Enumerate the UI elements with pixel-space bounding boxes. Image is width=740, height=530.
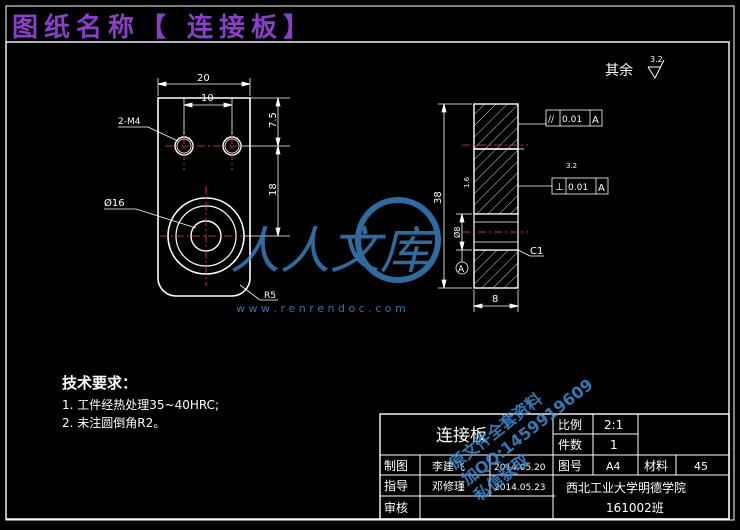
school-name: 西北工业大学明德学院 — [566, 480, 686, 495]
inner-frame — [5, 41, 730, 520]
guide-date: 2014.05.23 — [494, 483, 546, 493]
part-name: 连接板 — [436, 426, 487, 446]
chamfer-callout: C1 — [530, 246, 543, 257]
material-label: 材料 — [644, 459, 668, 473]
roughness-other-label: 其余 — [605, 62, 633, 79]
tech-req-title: 技术要求： — [62, 374, 137, 392]
side-centerlines — [462, 144, 528, 233]
sheet-label: 图号 — [558, 459, 582, 473]
sheet-value: A4 — [606, 460, 621, 473]
watermark-url: w w w . r e n r e n d o c . c o m — [236, 302, 406, 315]
guide-label: 指导 — [384, 478, 408, 493]
roughness-top: 3.2 — [566, 162, 577, 170]
tol-perp-symbol: ⊥ — [555, 182, 564, 193]
class-name: 161002班 — [606, 501, 664, 515]
front-centerlines — [160, 120, 255, 286]
drawn-date: 2014.05.20 — [494, 463, 546, 473]
tolerance-parallel — [545, 109, 603, 127]
dim-8-thick: 8 — [492, 294, 498, 305]
drawn-label: 制图 — [384, 459, 408, 473]
tol-parallel-symbol: // — [548, 115, 555, 125]
section-bottom — [473, 249, 519, 289]
dim-38: 38 — [433, 191, 444, 204]
datum-circle-icon — [455, 261, 469, 275]
guide-name: 邓修瑾 — [432, 479, 465, 493]
tol-parallel-value: 0.01 — [562, 115, 582, 125]
tech-req-line-2: 2. 未注圆倒角R2。 — [62, 415, 165, 430]
datum-label: A — [458, 265, 465, 275]
tol-perp-datum: A — [598, 183, 605, 194]
drawing-title: 图纸名称【 连接板】 — [12, 12, 315, 43]
drawn-name: 李建飞 — [432, 459, 465, 473]
watermark-logo: 人人文库 — [230, 197, 441, 283]
side-view — [473, 103, 524, 289]
watermark-logo-text: 人人文库 — [230, 222, 437, 280]
front-dimensions — [104, 78, 290, 301]
tol-perp-value: 0.01 — [568, 183, 588, 193]
tech-req-line-1: 1. 工件经热处理35~40HRC; — [62, 398, 219, 412]
count-label: 件数 — [558, 437, 582, 452]
radius-callout: R5 — [264, 291, 276, 301]
roughness-mid: 1.6 — [463, 176, 471, 188]
dim-hole: Ø8 — [452, 227, 462, 238]
check-label: 审核 — [384, 500, 408, 515]
tol-parallel-datum: A — [592, 115, 599, 126]
thread-callout: 2-M4 — [118, 117, 141, 127]
scale-label: 比例 — [558, 418, 582, 432]
count-value: 1 — [610, 438, 618, 452]
dim-width-10: 10 — [201, 93, 214, 104]
roughness-other-value: 3.2 — [650, 55, 663, 64]
dim-height-7-5: 7.5 — [268, 112, 279, 128]
section-top — [473, 103, 519, 150]
section-mid — [473, 148, 519, 215]
side-dimensions — [438, 103, 552, 312]
dim-width-20: 20 — [197, 73, 210, 84]
roughness-symbol-icon — [647, 59, 665, 80]
title-block-grid — [379, 413, 730, 520]
scale-value: 2:1 — [604, 418, 623, 432]
diameter-callout: Ø16 — [104, 197, 125, 209]
plate-outline — [157, 97, 251, 297]
dim-height-18: 18 — [268, 183, 279, 196]
material-value: 45 — [694, 460, 708, 473]
tolerance-perp — [551, 177, 609, 195]
